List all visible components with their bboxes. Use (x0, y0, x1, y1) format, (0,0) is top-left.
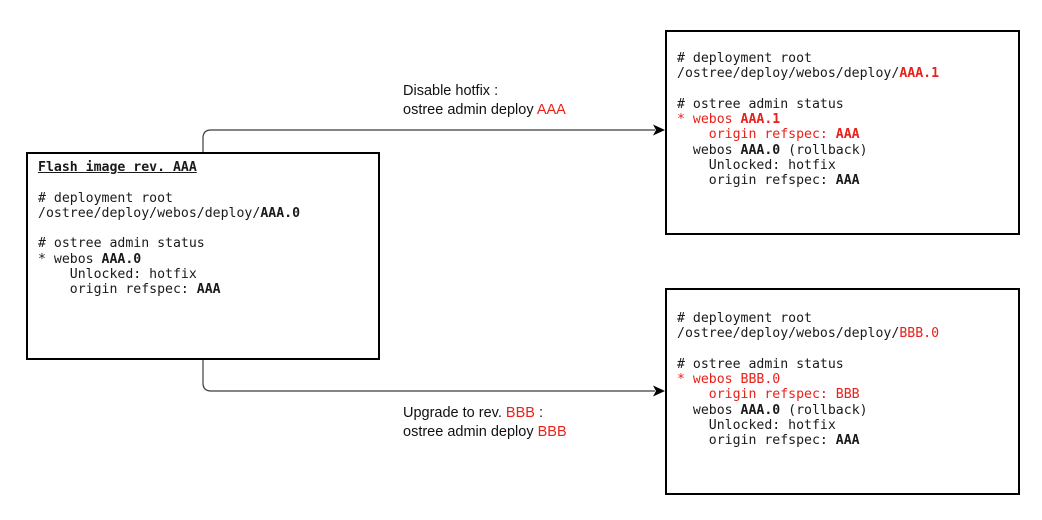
target-hotfix-disabled-box: # deployment root /ostree/deploy/webos/d… (665, 30, 1020, 235)
target-a-root-path: /ostree/deploy/webos/deploy/AAA.1 (677, 66, 940, 82)
target-upgrade-box: # deployment root /ostree/deploy/webos/d… (665, 288, 1020, 495)
source-status-cmd: # ostree admin status (38, 236, 205, 252)
target-a-new-refspec: origin refspec: AAA (677, 127, 860, 143)
target-b-new-refspec: origin refspec: BBB (677, 387, 860, 403)
arrowhead-upgrade (653, 385, 665, 397)
target-b-status-cmd: # ostree admin status (677, 356, 844, 372)
edge-disable-hotfix (202, 129, 655, 152)
source-root-comment: # deployment root (38, 190, 173, 206)
target-b-root-comment: # deployment root (677, 311, 812, 326)
edge-upgrade (202, 360, 655, 392)
source-refspec: origin refspec: AAA (38, 282, 221, 298)
target-a-new-deployment: * webos AAA.1 (677, 112, 781, 128)
target-b-old-refspec: origin refspec: AAA (677, 433, 860, 449)
target-b-new-deployment: * webos BBB.0 (677, 372, 781, 388)
target-a-status-cmd: # ostree admin status (677, 96, 844, 112)
arrowhead-disable-hotfix (653, 124, 665, 136)
source-image-box: Flash image rev. AAA # deployment root /… (26, 152, 380, 360)
target-b-old-deployment: webos AAA.0 (rollback) (677, 402, 868, 418)
target-a-old-deployment: webos AAA.0 (rollback) (677, 142, 868, 158)
target-b-root-path: /ostree/deploy/webos/deploy/BBB.0 (677, 326, 940, 342)
source-unlocked: Unlocked: hotfix (38, 267, 197, 283)
target-b-old-unlocked: Unlocked: hotfix (677, 418, 836, 434)
source-root-path: /ostree/deploy/webos/deploy/AAA.0 (38, 205, 301, 221)
target-a-old-refspec: origin refspec: AAA (677, 173, 860, 189)
edge-label-disable-hotfix: Disable hotfix : ostree admin deploy AAA (403, 83, 566, 118)
edge-label-upgrade: Upgrade to rev. BBB : ostree admin deplo… (403, 405, 567, 440)
target-a-old-unlocked: Unlocked: hotfix (677, 158, 836, 174)
source-deployment: * webos AAA.0 (38, 251, 142, 267)
target-a-root-comment: # deployment root (677, 51, 812, 66)
source-title: Flash image rev. AAA (38, 160, 197, 175)
